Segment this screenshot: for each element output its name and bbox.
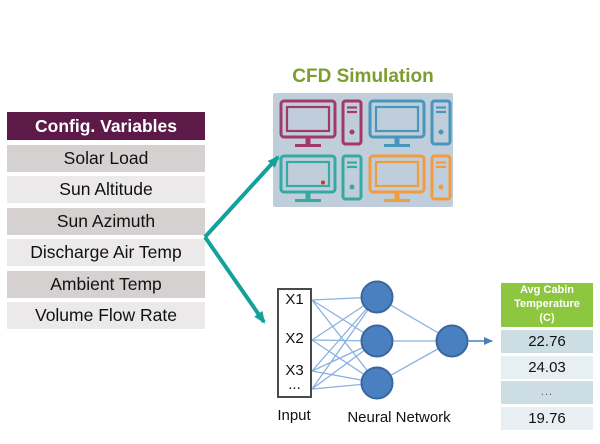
computer-icon-maroon xyxy=(279,99,363,147)
config-row-volume-flow-rate: Volume Flow Rate xyxy=(7,302,205,329)
output-row-4: 19.76 xyxy=(501,406,593,430)
computer-icon-teal xyxy=(279,154,363,202)
arrow-to-nn xyxy=(203,235,266,324)
config-row-sun-altitude: Sun Altitude xyxy=(7,176,205,203)
nn-output-connections xyxy=(376,296,453,384)
output-neuron xyxy=(435,324,469,358)
hidden-neuron-3 xyxy=(360,366,394,400)
nn-network-caption: Neural Network xyxy=(347,409,451,426)
nn-input-box xyxy=(277,288,312,398)
nn-input-dots: ... xyxy=(288,376,301,393)
config-row-discharge-air-temp: Discharge Air Temp xyxy=(7,239,205,266)
screen-indicator-dot xyxy=(321,180,325,185)
config-row-ambient-temp: Ambient Temp xyxy=(7,270,205,298)
nn-input-caption: Input xyxy=(277,407,311,424)
nn-input-x3: X3 xyxy=(285,362,304,379)
output-row-dots: ... xyxy=(501,381,593,404)
hidden-neuron-2 xyxy=(360,324,394,358)
computer-icon-blue xyxy=(368,99,452,147)
config-row-sun-azimuth: Sun Azimuth xyxy=(7,207,205,235)
arrow-to-cfd xyxy=(203,155,280,239)
output-table-header: Avg Cabin Temperature (C) xyxy=(501,283,593,327)
nn-neurons xyxy=(360,280,469,400)
cfd-simulation-title: CFD Simulation xyxy=(292,66,434,87)
computer-icon-orange xyxy=(368,154,452,202)
nn-input-connections xyxy=(311,296,378,390)
hidden-neuron-1 xyxy=(360,280,394,314)
output-row-1: 22.76 xyxy=(501,330,593,353)
nn-input-x1: X1 xyxy=(285,291,304,308)
nn-input-x2: X2 xyxy=(285,330,304,347)
config-row-solar-load: Solar Load xyxy=(7,144,205,172)
config-table-header: Config. Variables xyxy=(7,112,205,140)
output-row-2: 24.03 xyxy=(501,355,593,379)
config-variables-table: Config. Variables Solar Load Sun Altitud… xyxy=(7,112,205,329)
